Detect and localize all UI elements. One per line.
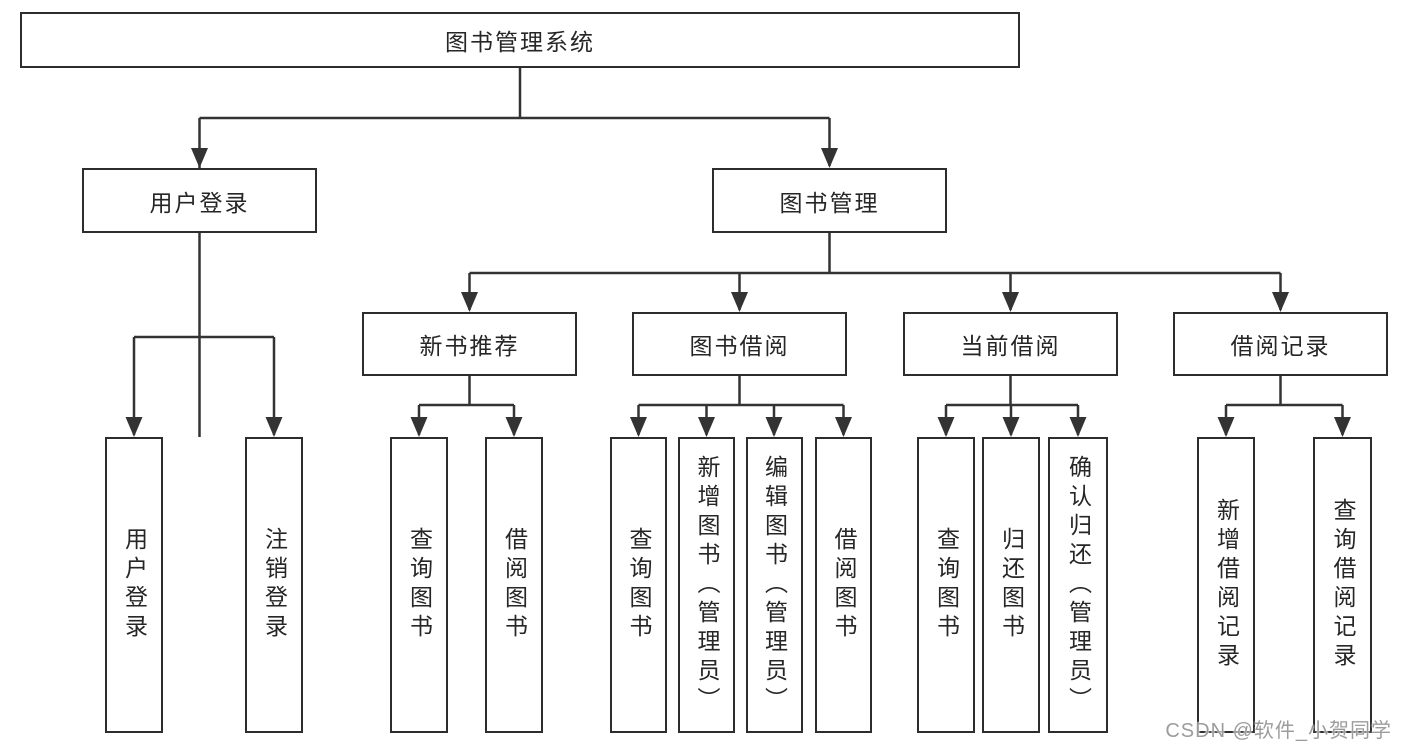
node-root-label: 图书管理系统: [445, 29, 595, 55]
leaf-borrowing-query-books: 查询图书: [610, 437, 667, 733]
leaf-edit-books-admin: 编辑图书（管理员）: [745, 437, 803, 733]
leaf-recommend-query-books-label: 查询图书: [406, 527, 433, 643]
node-book-borrowing: 图书借阅: [632, 312, 847, 376]
node-current-borrowing: 当前借阅: [903, 312, 1118, 376]
leaf-recommend-borrow-books-label: 借阅图书: [501, 527, 528, 643]
leaf-return-books-label: 归还图书: [998, 527, 1025, 643]
node-root: 图书管理系统: [20, 12, 1020, 68]
leaf-borrowing-borrow-books: 借阅图书: [815, 437, 872, 733]
leaf-edit-books-admin-label: 编辑图书（管理员）: [761, 454, 788, 716]
leaf-user-login: 用户登录: [105, 437, 163, 733]
node-user-login-branch-label: 用户登录: [149, 189, 250, 216]
leaf-recommend-query-books: 查询图书: [390, 437, 448, 733]
node-borrowing-records: 借阅记录: [1173, 312, 1388, 376]
leaf-query-borrow-record-label: 查询借阅记录: [1330, 498, 1356, 672]
leaf-add-books-admin-label: 新增图书（管理员）: [694, 454, 720, 716]
node-borrowing-records-label: 借阅记录: [1230, 333, 1331, 359]
leaf-add-borrow-record: 新增借阅记录: [1197, 437, 1255, 733]
leaf-recommend-borrow-books: 借阅图书: [485, 437, 543, 733]
node-new-book-recommend-label: 新书推荐: [419, 333, 520, 359]
node-book-borrowing-label: 图书借阅: [689, 333, 790, 359]
leaf-add-books-admin: 新增图书（管理员）: [678, 437, 735, 733]
leaf-borrowing-borrow-books-label: 借阅图书: [831, 527, 857, 643]
leaf-logout-label: 注销登录: [261, 527, 288, 643]
node-current-borrowing-label: 当前借阅: [960, 333, 1061, 359]
leaf-query-borrow-record: 查询借阅记录: [1313, 437, 1372, 733]
leaf-confirm-return-admin: 确认归还（管理员）: [1048, 437, 1108, 733]
leaf-user-login-label: 用户登录: [121, 527, 148, 643]
node-book-management-label: 图书管理: [779, 189, 880, 216]
leaf-confirm-return-admin-label: 确认归还（管理员）: [1065, 454, 1092, 716]
leaf-logout: 注销登录: [245, 437, 303, 733]
node-new-book-recommend: 新书推荐: [362, 312, 577, 376]
leaf-borrowing-query-books-label: 查询图书: [626, 527, 652, 643]
leaf-add-borrow-record-label: 新增借阅记录: [1213, 498, 1240, 672]
leaf-current-query-books: 查询图书: [917, 437, 975, 733]
node-user-login-branch: 用户登录: [82, 168, 317, 233]
node-book-management: 图书管理: [712, 168, 947, 233]
csdn-watermark: CSDN @软件_小贺同学: [1165, 720, 1392, 742]
leaf-current-query-books-label: 查询图书: [933, 527, 960, 643]
leaf-return-books: 归还图书: [982, 437, 1040, 733]
